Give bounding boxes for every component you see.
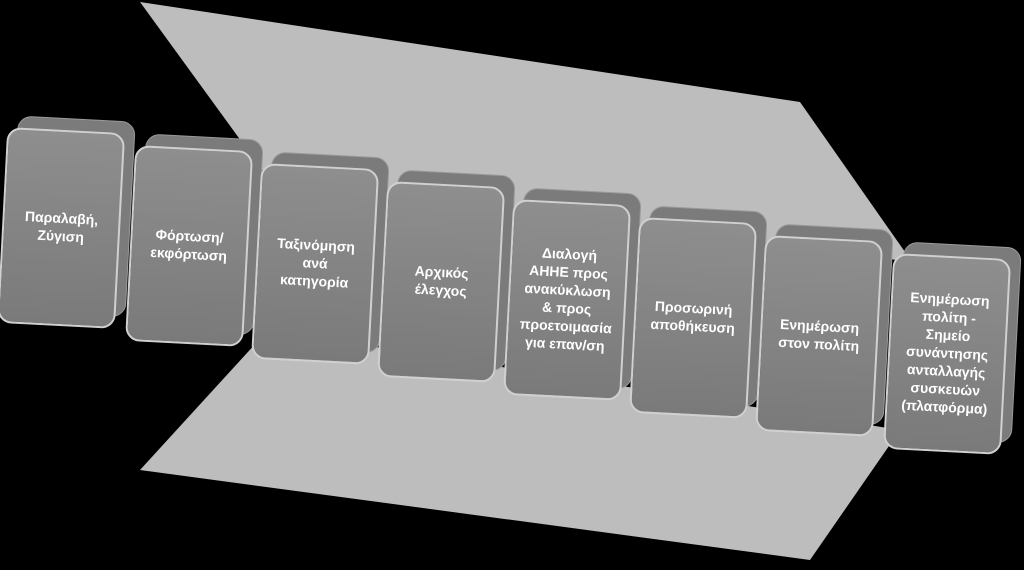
step-box-5: Διαλογή ΑΗΗΕ προς ανακύκλωση & προς προε…	[503, 187, 642, 405]
step-box-4: Αρχικός έλεγχος	[377, 169, 516, 387]
step-box-face: Φόρτωση/ εκφόρτωση	[125, 144, 254, 347]
step-box-face: Προσωρινή αποθήκευση	[629, 216, 758, 419]
panel-upper	[140, 2, 912, 262]
step-box-1: Παραλαβή, Ζύγιση	[0, 115, 136, 333]
step-box-face: Ενημέρωση πολίτη - Σημείο συνάντησης αντ…	[883, 252, 1012, 455]
step-label: Ενημέρωση στον πολίτη	[777, 315, 860, 355]
step-label: Ταξινόμηση ανά κατηγορία	[276, 235, 356, 291]
step-box-face: Παραλαβή, Ζύγιση	[0, 126, 126, 329]
step-box-7: Ενημέρωση στον πολίτη	[755, 223, 894, 441]
panel-lower	[140, 330, 900, 560]
step-label: Παραλαβή, Ζύγιση	[24, 208, 99, 246]
step-box-face: Διαλογή ΑΗΗΕ προς ανακύκλωση & προς προε…	[503, 198, 632, 401]
step-box-3: Ταξινόμηση ανά κατηγορία	[251, 151, 390, 369]
step-box-face: Ταξινόμηση ανά κατηγορία	[251, 162, 380, 365]
step-box-6: Προσωρινή αποθήκευση	[629, 205, 768, 423]
step-label: Φόρτωση/ εκφόρτωση	[149, 226, 228, 264]
step-box-2: Φόρτωση/ εκφόρτωση	[125, 133, 264, 351]
step-box-8: Ενημέρωση πολίτη - Σημείο συνάντησης αντ…	[883, 241, 1022, 459]
step-box-face: Ενημέρωση στον πολίτη	[755, 234, 884, 437]
step-label: Προσωρινή αποθήκευση	[650, 298, 736, 337]
step-label: Ενημέρωση πολίτη - Σημείο συνάντησης αντ…	[900, 289, 990, 417]
step-label: Αρχικός έλεγχος	[414, 262, 469, 300]
step-box-face: Αρχικός έλεγχος	[377, 180, 506, 383]
step-label: Διαλογή ΑΗΗΕ προς ανακύκλωση & προς προε…	[519, 244, 613, 354]
